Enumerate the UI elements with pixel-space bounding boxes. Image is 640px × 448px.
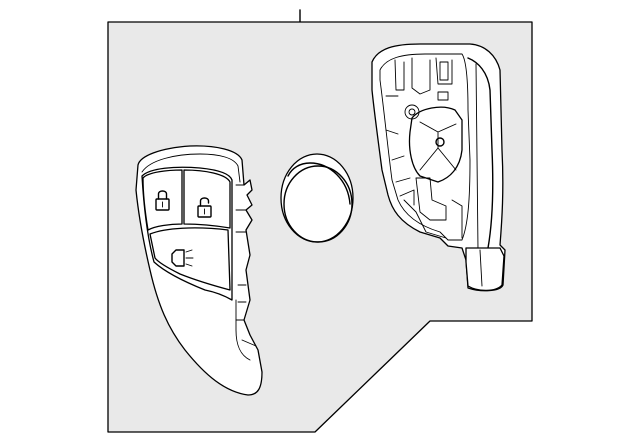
coin-battery: [280, 153, 354, 243]
back-housing-rail: [467, 57, 494, 249]
front-housing-lower-edge: [235, 299, 251, 361]
key-slot-detail: [403, 199, 463, 239]
back-housing-latch: [437, 91, 449, 101]
back-housing-side-ribs: [385, 95, 415, 206]
back-housing-rail-inner: [475, 63, 479, 251]
back-housing-screw-hole: [408, 108, 416, 116]
back-housing-top-detail: [394, 57, 453, 95]
key-fob-front-housing: [135, 145, 263, 396]
back-housing-screw-boss: [404, 104, 420, 120]
key-fob-back-housing: [371, 43, 506, 292]
battery-contact: [435, 137, 445, 147]
liftgate-icon: [171, 249, 194, 267]
back-housing-tab-line: [479, 249, 483, 287]
key-slot: [415, 177, 447, 221]
back-housing-tab: [465, 247, 505, 292]
front-housing-rim: [141, 153, 241, 183]
lock-icon: [155, 190, 170, 211]
liftgate-button: [149, 227, 231, 291]
front-housing-clips: [235, 184, 257, 347]
battery-holder: [408, 106, 463, 183]
lock-button: [142, 169, 183, 231]
back-housing-cavity: [379, 53, 471, 241]
unlock-icon: [197, 197, 212, 218]
